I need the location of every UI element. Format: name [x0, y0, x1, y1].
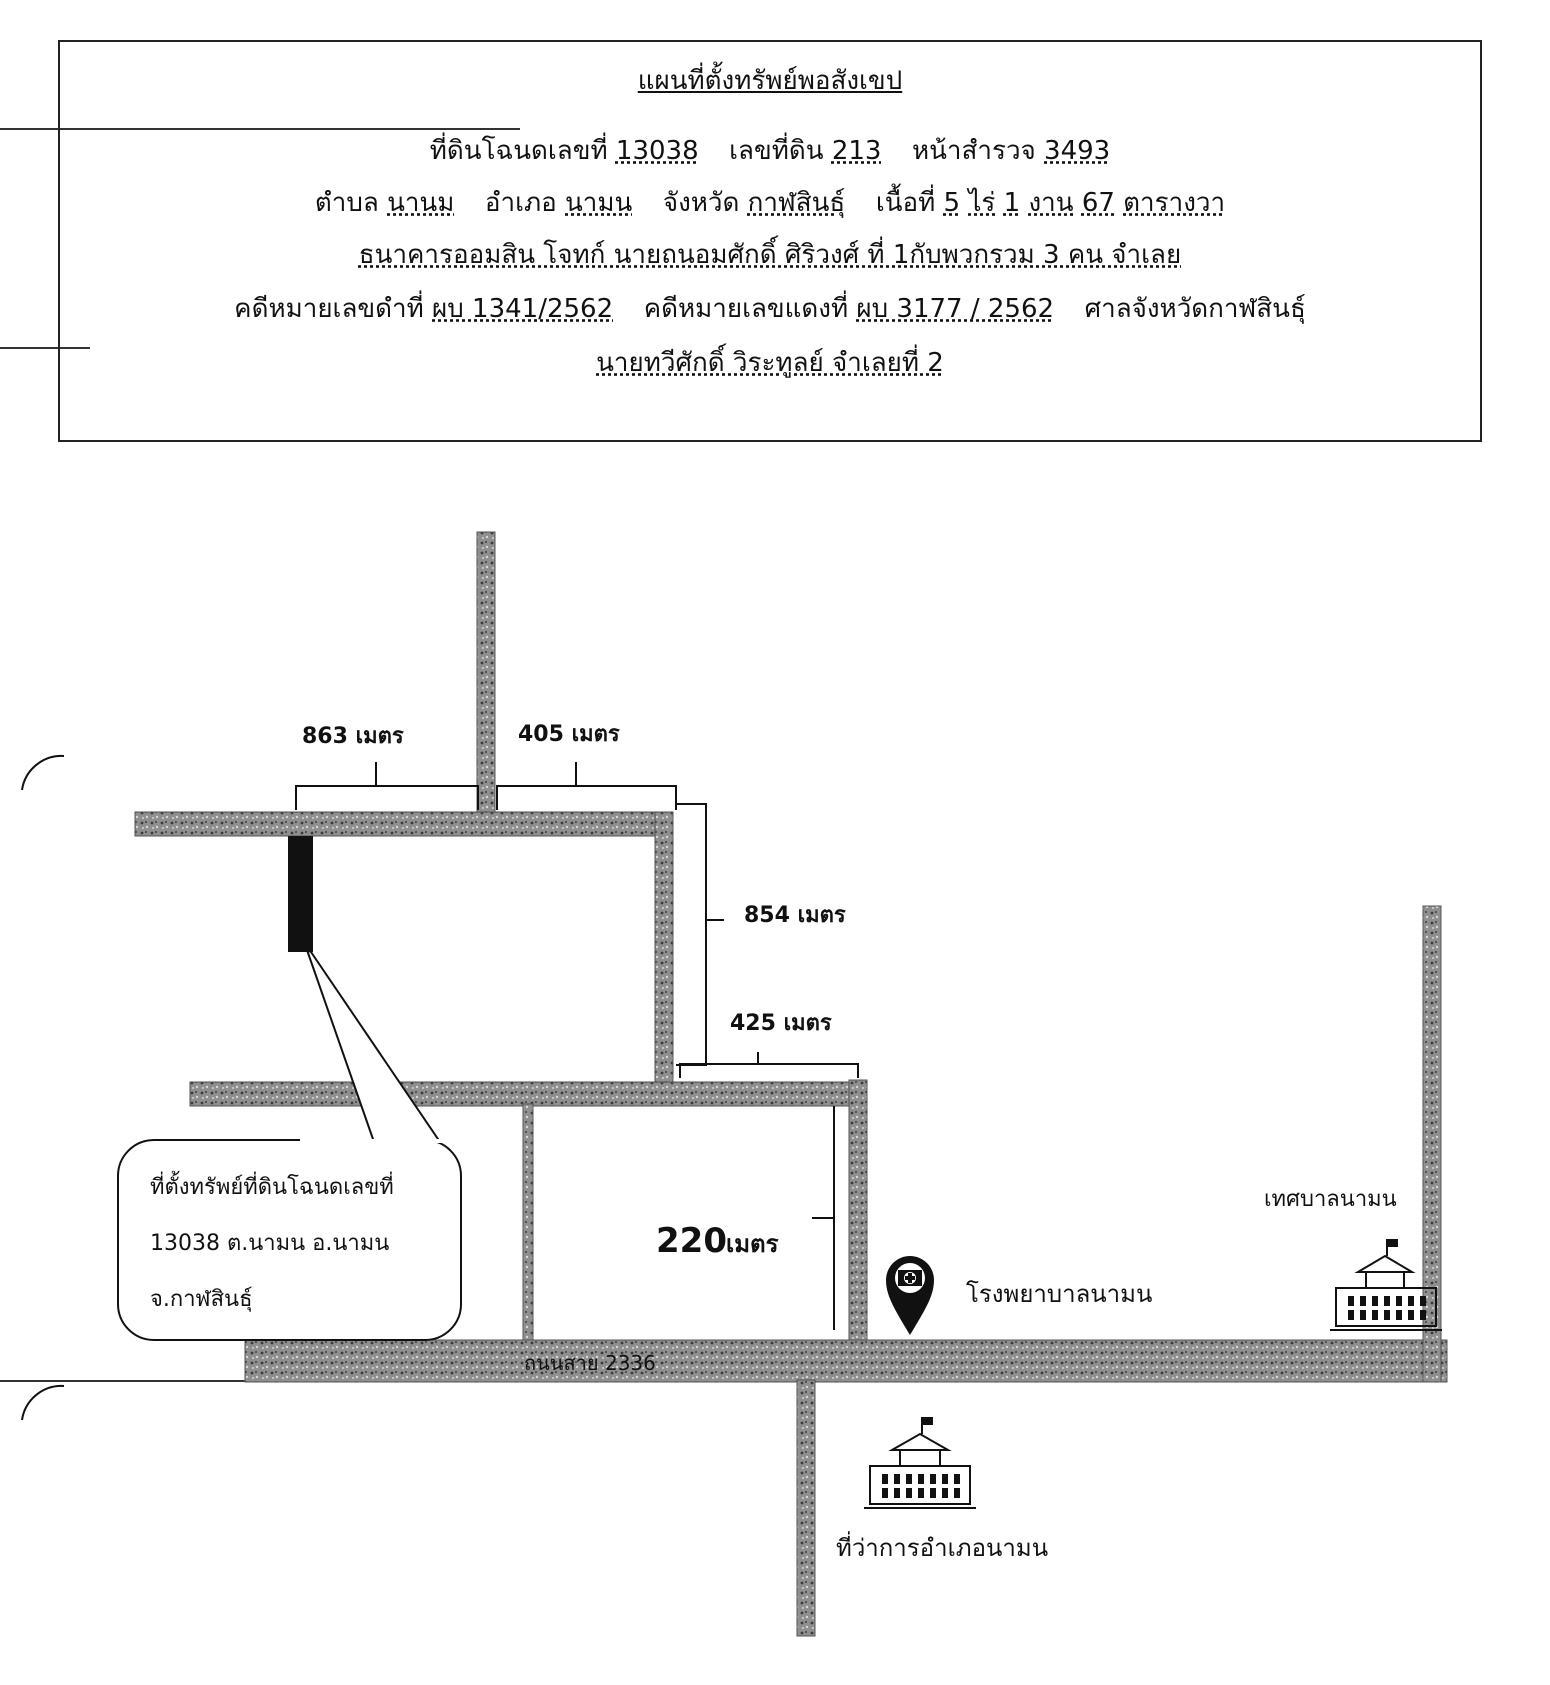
area-wa: 67	[1081, 188, 1115, 218]
property-parcel-marker	[288, 836, 313, 952]
callout-pointer	[305, 948, 442, 1143]
distance-425-label: 425 เมตร	[730, 1011, 832, 1036]
dimension-brackets	[295, 762, 859, 1330]
punch-hole-arc	[21, 754, 65, 791]
road-2336	[244, 1339, 1448, 1383]
rai-label: ไร่	[968, 188, 996, 218]
road-middle-right-vertical	[848, 1079, 868, 1345]
district-label: อำเภอ	[484, 188, 557, 218]
road-south-vertical	[796, 1379, 816, 1637]
property-callout: ที่ตั้งทรัพย์ที่ดินโฉนดเลขที่ 13038 ต.นา…	[117, 948, 462, 1341]
bracket-425	[679, 1052, 859, 1078]
area-label: เนื้อที่	[875, 188, 936, 218]
road-east-vertical	[1422, 905, 1442, 1383]
subdistrict-label: ตำบล	[314, 188, 379, 218]
municipality-building-icon	[1330, 1239, 1442, 1331]
bracket-405	[496, 762, 677, 810]
road-upper-horizontal	[134, 811, 674, 837]
government-building-icon	[864, 1417, 976, 1509]
location-line: ตำบล นานม อำเภอ นามน จังหวัด กาฬสินธุ์ เ…	[60, 182, 1480, 223]
ngan-label: งาน	[1028, 188, 1074, 218]
land-no-label: เลขที่ดิน	[729, 136, 824, 166]
red-case-label: คดีหมายเลขแดงที่	[643, 294, 849, 324]
area-ngan: 1	[1003, 188, 1021, 218]
callout-box	[117, 1139, 462, 1341]
road-middle-left-vertical	[522, 1103, 534, 1345]
road-2336-label: ถนนสาย 2336	[524, 1351, 656, 1375]
road-north-spur	[476, 531, 496, 823]
court-name: ศาลจังหวัดกาฬสินธุ์	[1084, 294, 1306, 324]
black-case-number: ผบ 1341/2562	[432, 294, 614, 324]
punch-hole-arc	[21, 1384, 65, 1421]
callout-line-3: จ.กาฬสินธุ์	[150, 1287, 253, 1312]
province-label: จังหวัด	[662, 188, 740, 218]
distance-220-unit: เมตร	[726, 1230, 779, 1258]
parties-line: ธนาคารออมสิน โจทก์ นายถนอมศักดิ์ ศิริวงศ…	[358, 240, 1182, 270]
scan-artifact-line	[0, 128, 520, 130]
survey-page: 3493	[1044, 136, 1111, 166]
distance-220-value: 220	[656, 1221, 727, 1261]
callout-line-1: ที่ตั้งทรัพย์ที่ดินโฉนดเลขที่	[150, 1171, 394, 1200]
province-value: กาฬสินธุ์	[747, 188, 846, 218]
district-office-label: ที่ว่าการอำเภอนามน	[836, 1531, 1048, 1562]
callout-line-2: 13038 ต.นามน อ.นามน	[150, 1231, 389, 1256]
bracket-863	[295, 762, 479, 810]
distance-854-label: 854 เมตร	[744, 903, 846, 928]
scan-artifact-line	[0, 347, 90, 349]
red-case-number: ผบ 3177 / 2562	[856, 294, 1055, 324]
defendant-line: นายทวีศักดิ์ วิระทูลย์ จำเลยที่ 2	[596, 348, 944, 378]
survey-page-label: หน้าสำรวจ	[912, 136, 1036, 166]
district-value: นามน	[565, 188, 633, 218]
black-case-label: คดีหมายเลขดำที่	[234, 294, 424, 324]
hospital-label: โรงพยาบาลนามน	[966, 1280, 1152, 1308]
deed-line: ที่ดินโฉนดเลขที่ 13038 เลขที่ดิน 213 หน้…	[60, 130, 1480, 171]
road-upper-right-vertical	[654, 811, 674, 1085]
bracket-854	[676, 803, 724, 1066]
bracket-220	[812, 1106, 835, 1330]
area-rai: 5	[943, 188, 961, 218]
subdistrict-value: นานม	[387, 188, 455, 218]
distance-863-label: 863 เมตร	[302, 724, 404, 749]
page-title: แผนที่ตั้งทรัพย์พอสังเขป	[637, 66, 903, 96]
scan-artifact-line	[0, 1380, 260, 1382]
header-box: แผนที่ตั้งทรัพย์พอสังเขป ที่ดินโฉนดเลขที…	[58, 40, 1482, 442]
land-number: 213	[831, 136, 882, 166]
municipality-label: เทศบาลนามน	[1264, 1187, 1397, 1212]
wa-label: ตารางวา	[1123, 188, 1226, 218]
distance-405-label: 405 เมตร	[518, 722, 620, 747]
case-line: คดีหมายเลขดำที่ ผบ 1341/2562 คดีหมายเลขแ…	[60, 288, 1480, 329]
road-network	[134, 531, 1448, 1637]
deed-number: 13038	[615, 136, 699, 166]
deed-label: ที่ดินโฉนดเลขที่	[429, 136, 608, 166]
map-pin-hospital-icon	[886, 1256, 934, 1335]
road-middle-horizontal	[189, 1081, 865, 1107]
